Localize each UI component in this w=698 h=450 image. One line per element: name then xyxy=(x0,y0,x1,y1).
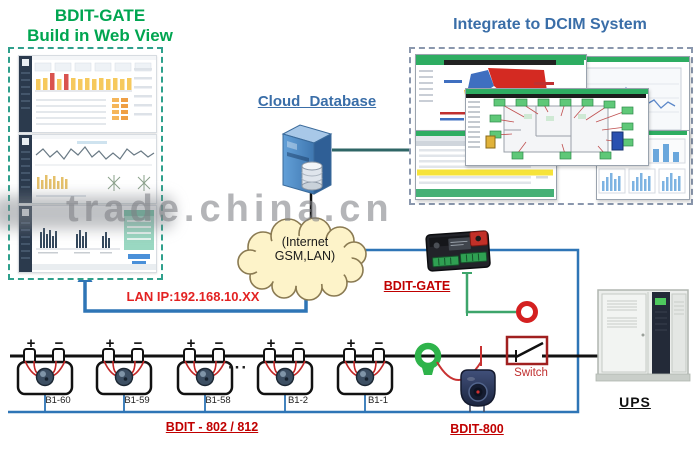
bdit-800-device xyxy=(460,369,496,412)
dashboard-bar-chart xyxy=(32,56,156,125)
webview-title: BDIT-GATE Build in Web View xyxy=(5,6,195,45)
battery-minus-sign: − xyxy=(214,335,224,352)
battery-minus-sign: − xyxy=(54,335,64,352)
webview-title-line1: BDIT-GATE xyxy=(54,6,146,25)
battery-ellipsis: ··· xyxy=(228,358,248,377)
lan-ip-label: LAN IP:192.168.10.XX xyxy=(126,289,260,304)
internet-cloud-text: (Internet GSM,LAN) xyxy=(274,235,336,264)
battery-plus-sign: + xyxy=(105,335,115,352)
window-titlebar xyxy=(416,55,586,60)
dashboard-screenshot-3 xyxy=(18,205,157,273)
sense-wire xyxy=(436,346,482,381)
connector-ring-icon xyxy=(516,301,538,323)
ups-label: UPS xyxy=(619,394,651,410)
dashboard-line-chart xyxy=(32,135,156,197)
battery-label: B1-59 xyxy=(124,395,150,406)
dashboard-screenshot-1 xyxy=(18,55,157,133)
window-titlebar xyxy=(466,89,648,94)
battery-plus-sign: + xyxy=(266,335,276,352)
webview-screenshots-box xyxy=(8,47,163,280)
battery-plus-sign: + xyxy=(26,335,36,352)
battery-plus-sign: + xyxy=(186,335,196,352)
switch-symbol xyxy=(505,335,549,366)
battery-plus-sign: + xyxy=(346,335,356,352)
switch-label: Switch xyxy=(514,367,548,379)
battery-minus-sign: − xyxy=(374,335,384,352)
dashboard-sidebar xyxy=(19,56,32,132)
cloud-database-title: Cloud Database xyxy=(257,93,377,110)
dcim-window-floorplan xyxy=(465,88,649,166)
dcim-screenshots-box xyxy=(409,47,693,205)
ups-cabinet xyxy=(595,289,691,382)
webview-title-line2: Build in Web View xyxy=(27,25,173,45)
window-titlebar xyxy=(555,57,689,62)
dashboard-sidebar xyxy=(19,135,32,203)
battery-label: B1-58 xyxy=(205,395,231,406)
gateway-sense-line xyxy=(462,272,516,316)
bdit-802-label: BDIT - 802 / 812 xyxy=(165,420,259,434)
battery-label: B1-2 xyxy=(287,395,309,406)
battery-label: B1-60 xyxy=(45,395,71,406)
dashboard-bar-groups xyxy=(32,210,156,270)
floorplan xyxy=(466,94,646,160)
internet-cloud-shape xyxy=(237,217,367,301)
battery-minus-sign: − xyxy=(133,335,143,352)
dashboard-sidebar xyxy=(19,206,32,272)
bdit-800-label: BDIT-800 xyxy=(450,422,504,436)
current-clamp-icon xyxy=(414,342,442,375)
battery-label: B1-1 xyxy=(367,395,389,406)
dcim-title: Integrate to DCIM System xyxy=(453,16,647,33)
bdit-gate-label: BDIT-GATE xyxy=(383,279,451,293)
bdit-gate-device xyxy=(425,230,491,272)
battery-minus-sign: − xyxy=(294,335,304,352)
database-cylinder-icon xyxy=(301,161,323,191)
cloud-database-server-icon xyxy=(281,124,333,195)
dashboard-screenshot-2 xyxy=(18,134,157,204)
